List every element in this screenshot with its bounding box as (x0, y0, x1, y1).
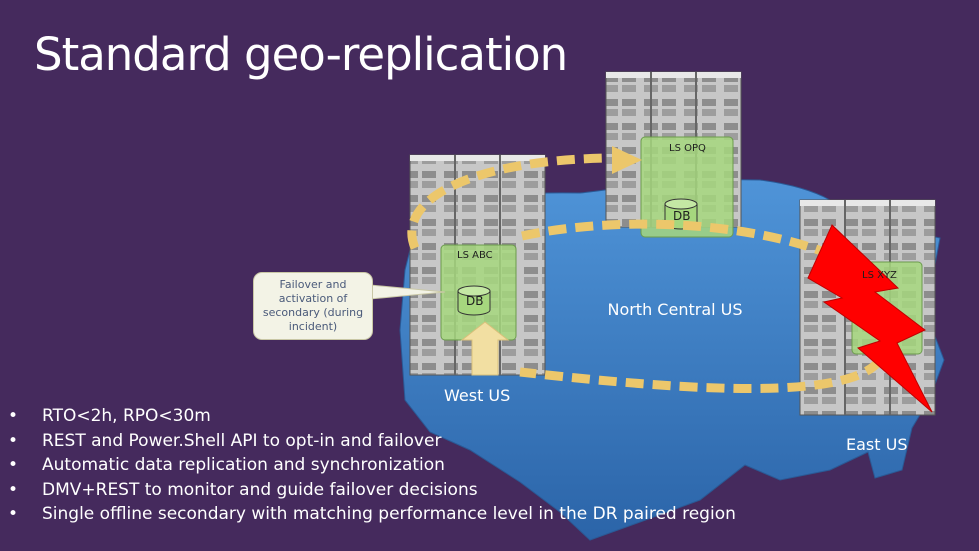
callout-text: Failover and activation of secondary (du… (262, 278, 364, 333)
bullet-text: REST and Power.Shell API to opt-in and f… (42, 430, 442, 451)
db-label-abc: DB (466, 294, 484, 308)
bullet-text: Single offline secondary with matching p… (42, 504, 736, 524)
bullet-dot: • (8, 455, 19, 475)
failover-arrow (460, 321, 510, 376)
bullet-dot: • (8, 504, 19, 524)
bullet-text: RTO<2h, RPO<30m (42, 406, 211, 426)
bullet-dot: • (8, 430, 19, 451)
slide-title: Standard geo-replication (34, 28, 568, 81)
replication-arrowhead-opq (612, 146, 642, 174)
replication-arrow-abc-to-opq (407, 153, 611, 250)
db-cylinder-abc (457, 285, 491, 316)
server-label-abc: LS ABC (457, 250, 493, 261)
bullet-dot: • (8, 406, 19, 426)
server-box-opq (640, 136, 734, 238)
region-label-west: West US (444, 386, 511, 405)
bullet-text: DMV+REST to monitor and guide failover d… (42, 479, 478, 500)
bullet-dot: • (8, 479, 19, 500)
region-label-north-central: North Central US (607, 300, 743, 319)
bullet-text: Automatic data replication and synchroni… (42, 455, 445, 475)
failover-callout: Failover and activation of secondary (du… (253, 272, 373, 340)
server-label-opq: LS OPQ (669, 143, 706, 154)
replication-arrow-abc-to-xyz (521, 219, 834, 260)
server-label-xyz: LS XYZ (862, 270, 897, 281)
region-label-east: East US (846, 435, 908, 454)
lightning-bolt-icon (807, 224, 933, 413)
db-label-opq: DB (673, 209, 691, 223)
